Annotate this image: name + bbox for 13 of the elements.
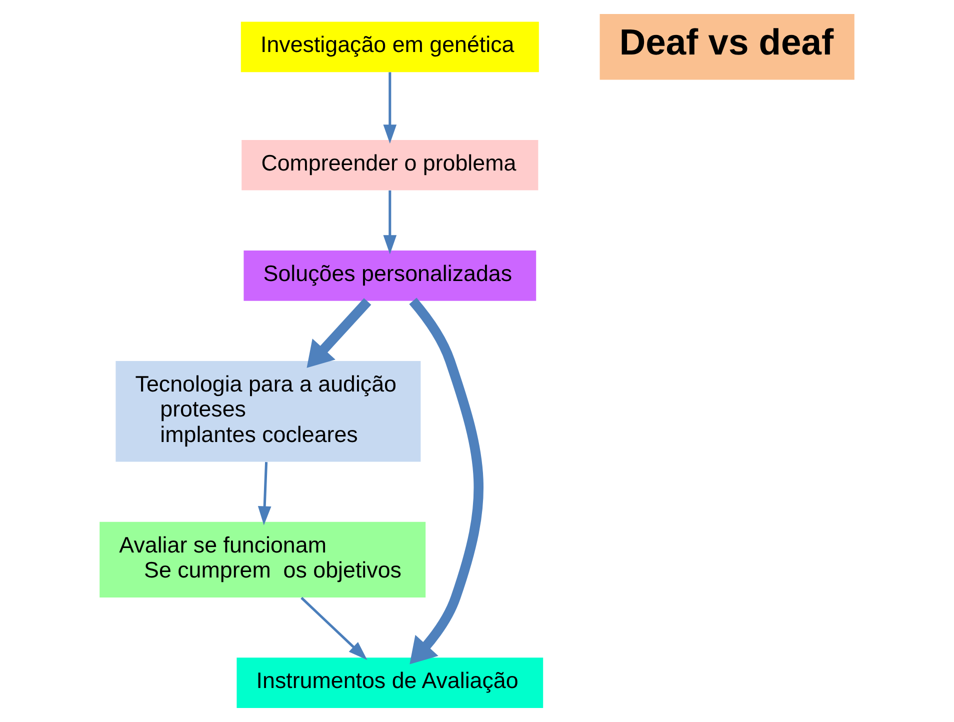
node-box: Avaliar se funcionam Se cumprem os objetivos <box>100 522 426 598</box>
node-box: Investigação em genética <box>240 22 539 72</box>
arrow <box>300 596 368 660</box>
arrow <box>258 462 272 526</box>
arrow <box>383 190 397 254</box>
node-box: Compreender o problema <box>242 140 538 190</box>
arrow <box>409 298 484 664</box>
node-box: Deaf vs deaf <box>600 14 854 80</box>
node-box: Tecnologia para a audição proteses implantes cocleares <box>116 361 421 462</box>
node-box: Instrumentos de Avaliação <box>236 658 544 708</box>
arrow <box>306 298 372 368</box>
arrow <box>383 72 397 144</box>
node-box: Soluções personalizadas <box>244 250 536 301</box>
